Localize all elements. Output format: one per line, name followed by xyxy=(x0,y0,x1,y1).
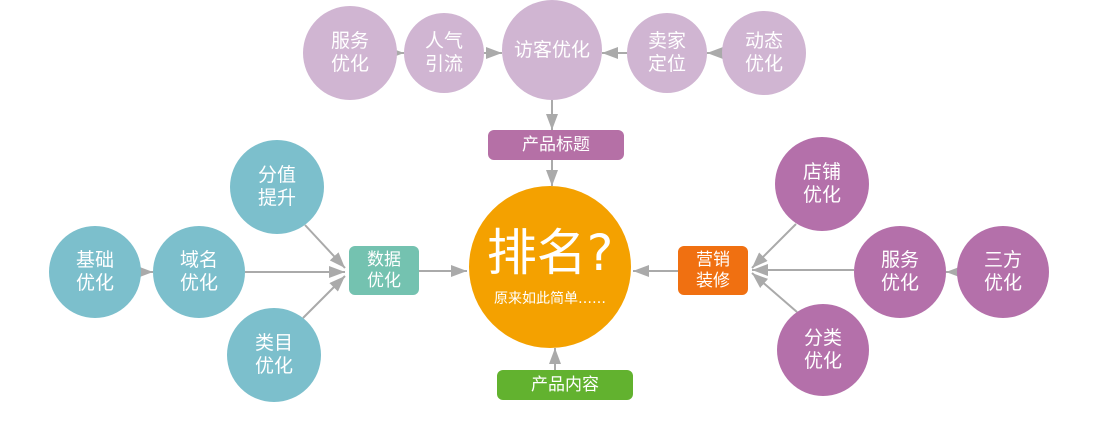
arrow xyxy=(751,272,798,313)
box-product-title: 产品标题 xyxy=(488,130,624,160)
node-classification-optimization: 分类 优化 xyxy=(777,304,869,396)
node-traffic: 人气 引流 xyxy=(404,13,484,93)
node-seller-positioning: 卖家 定位 xyxy=(627,13,707,93)
node-basic-optimization: 基础 优化 xyxy=(49,226,141,318)
arrow xyxy=(304,224,346,269)
arrow xyxy=(751,223,797,269)
node-category-optimization: 类目 优化 xyxy=(227,308,321,402)
node-service-optimization-right: 服务 优化 xyxy=(854,226,946,318)
box-data-optimization: 数据 优化 xyxy=(349,246,419,295)
node-shop-optimization: 店铺 优化 xyxy=(775,137,869,231)
center-title: 排名? xyxy=(486,224,614,282)
center-subtitle: 原来如此简单…… xyxy=(494,291,606,307)
center-node: 排名? 原来如此简单…… xyxy=(469,186,631,348)
arrow xyxy=(302,275,346,319)
node-visitor-optimization: 访客优化 xyxy=(502,0,602,100)
box-product-content: 产品内容 xyxy=(497,370,633,400)
node-domain-optimization: 域名 优化 xyxy=(153,226,245,318)
node-service-optimization: 服务 优化 xyxy=(303,6,397,100)
node-third-party-optimization: 三方 优化 xyxy=(957,226,1049,318)
box-marketing-decoration: 营销 装修 xyxy=(678,246,748,295)
node-score-boost: 分值 提升 xyxy=(230,140,324,234)
node-dynamic-optimization: 动态 优化 xyxy=(722,11,806,95)
